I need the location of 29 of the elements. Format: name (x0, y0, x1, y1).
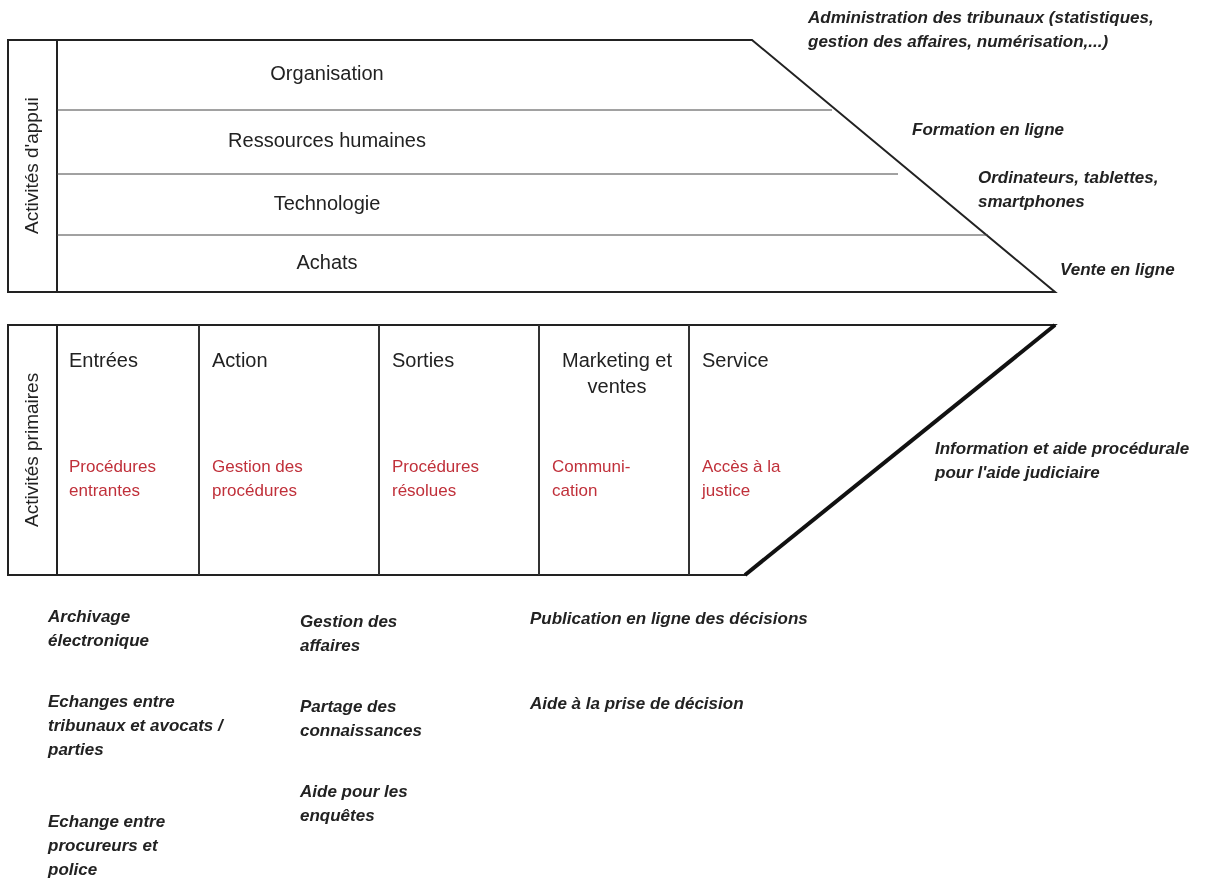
column-heading: Entrées (69, 348, 139, 373)
column-heading: Service (702, 348, 770, 373)
note-text: Echanges entre tribunaux et avocats / parties (48, 691, 225, 761)
band-heading: Activités d'appui (20, 96, 43, 237)
column-body: Procédures entrantes (69, 456, 157, 502)
note-text: Echange entre procureurs et police (48, 811, 167, 881)
column-heading: Action (212, 348, 269, 373)
activity-label: Ressources humaines (57, 129, 597, 152)
column-heading: Sorties (392, 348, 456, 373)
note-text: Aide pour les enquêtes (300, 781, 409, 827)
note-text: Archivage électronique (48, 606, 151, 652)
note-text: Administration des tribunaux (statistiques, gestion des affaires, numérisation,...) (808, 7, 1155, 53)
activity-label: Technologie (57, 191, 597, 215)
band-heading: Activités primaires (20, 371, 43, 530)
column-body: Communi- cation (552, 456, 632, 502)
note-text: Aide à la prise de décision (530, 693, 745, 715)
note-text: Vente en ligne (1060, 259, 1176, 281)
activity-label: Organisation (57, 62, 597, 85)
note-text: Formation en ligne (912, 119, 1066, 141)
note-text: Ordinateurs, tablettes, smartphones (978, 167, 1160, 213)
column-body: Procédures résolues (392, 456, 480, 502)
column-heading: Marketing et ventes (560, 348, 674, 399)
note-text: Gestion des affaires (300, 611, 399, 657)
note-text: Partage des connaissances (300, 696, 423, 742)
note-text: Information et aide procédurale pour l'aide judiciaire (935, 438, 1191, 484)
column-body: Gestion des procédures (212, 456, 304, 502)
note-text: Publication en ligne des décisions (530, 608, 809, 630)
activity-label: Achats (57, 250, 597, 274)
column-body: Accès à la justice (702, 456, 782, 502)
